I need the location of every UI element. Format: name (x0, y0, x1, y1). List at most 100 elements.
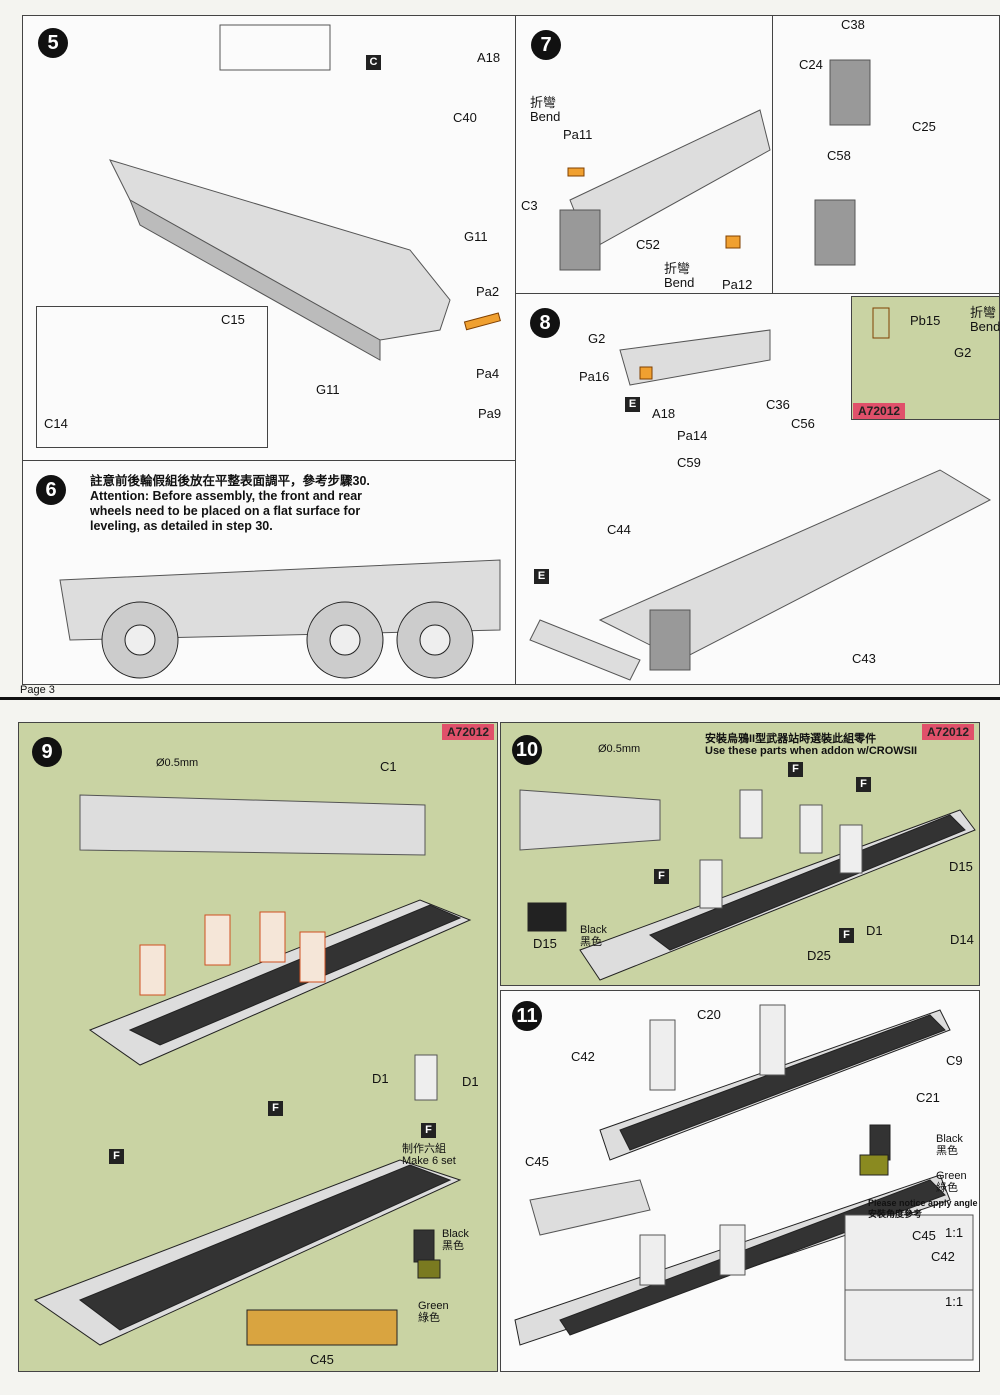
part-label: C9 (946, 1053, 963, 1068)
make-en: Make 6 set (402, 1155, 456, 1167)
part-sprue-e-marker: E (534, 569, 549, 584)
note-en: leveling, as detailed in step 30. (90, 519, 273, 533)
seat-green-step9 (417, 1259, 441, 1279)
notice-zh: 安裝角度參考 (868, 1209, 923, 1219)
part-label: G11 (464, 229, 488, 244)
part-label: Pa14 (677, 428, 708, 443)
part-label: C1 (380, 759, 397, 774)
plate-c45-step11 (529, 1179, 651, 1236)
chassis-step5-side (129, 198, 381, 361)
make-zh: 制作六組 (402, 1143, 446, 1155)
part-label: A18 (652, 406, 676, 421)
seat-step9-2 (204, 914, 231, 966)
part-label: D1 (372, 1071, 389, 1086)
step-number: 9 (32, 737, 62, 767)
note-en: wheels need to be placed on a flat surfa… (90, 504, 361, 518)
part-label: C52 (636, 237, 660, 252)
seat-step10-4 (699, 859, 723, 909)
seat-step11-4 (719, 1224, 746, 1276)
step-6-note: 註意前後輪假組後放在平整表面調平，參考步驟30. Attention: Befo… (90, 474, 370, 534)
part-label: Pa16 (579, 369, 610, 384)
kit-code-tag: A72012 (442, 724, 495, 740)
kit-code-tag: A72012 (853, 403, 906, 419)
step-number: 10 (512, 735, 542, 765)
grille-c58 (814, 199, 856, 266)
seat-step10-1 (739, 789, 763, 839)
seat-green-step11 (859, 1154, 889, 1176)
part-label: C45 (310, 1352, 334, 1367)
note-zh: 安裝烏鴉II型武器站時選裝此組零件 (705, 733, 877, 745)
floor-strip-step9a (128, 904, 462, 1046)
floor-strip-step11a (619, 1014, 946, 1151)
black-zh: 黑色 (936, 1145, 958, 1157)
step-number: 8 (530, 308, 560, 338)
step-7-detail-panel (772, 15, 1000, 294)
notice-en: Please notice apply angle (868, 1198, 978, 1208)
seat-step9-3 (259, 911, 286, 963)
part-label: Pa11 (563, 127, 593, 142)
part-label: C45 (912, 1228, 936, 1243)
seat-step11-3 (639, 1234, 666, 1286)
part-pa12 (725, 235, 741, 249)
step-number: 7 (531, 30, 561, 60)
part-label: Pa9 (478, 406, 502, 421)
green-zh: 綠色 (418, 1312, 440, 1324)
part-label: C42 (931, 1249, 955, 1264)
drill-size: Ø0.5mm (598, 743, 641, 755)
black-en: Black (580, 924, 607, 936)
plate-c1 (79, 794, 426, 856)
seat-step11-1 (649, 1019, 676, 1091)
seat-black-step9 (413, 1229, 435, 1263)
bend-en: Bend (530, 109, 561, 124)
part-label: G11 (316, 382, 340, 397)
part-label: C40 (453, 110, 477, 125)
grille-step8 (649, 609, 691, 671)
part-label: A18 (477, 50, 501, 65)
note-en: Use these parts when addon w/CROWSII (705, 745, 918, 757)
bumper-e (529, 619, 641, 681)
part-label: D1 (866, 923, 883, 938)
part-label: Pb15 (910, 313, 941, 328)
part-label: C3 (521, 198, 538, 213)
part-label: C43 (852, 651, 876, 666)
step-number: 11 (512, 1001, 542, 1031)
part-label: D15 (949, 859, 973, 874)
seat-step9-1 (139, 944, 166, 996)
part-sprue-f-marker: F (421, 1123, 436, 1138)
scale-label: 1:1 (945, 1225, 964, 1240)
grille-step7 (559, 209, 601, 271)
screen-d15 (527, 902, 567, 932)
part-label: Pa2 (476, 284, 500, 299)
part-label: C38 (841, 17, 865, 32)
seat-d1 (414, 1054, 438, 1101)
part-sprue-c-marker: C (366, 55, 381, 70)
part-sprue-f-marker: F (109, 1149, 124, 1164)
note-en: Attention: Before assembly, the front an… (90, 489, 363, 503)
part-sprue-e-marker: E (625, 397, 640, 412)
bend-en: Bend (664, 275, 695, 290)
part-label: D15 (533, 936, 557, 951)
grille-c25 (829, 59, 871, 126)
chassis-step5 (109, 159, 451, 341)
black-zh: 黑色 (580, 936, 602, 948)
part-label: G2 (954, 345, 972, 360)
part-pa16 (639, 366, 653, 380)
floor-strip-step9b (78, 1164, 452, 1331)
bumper-g2 (619, 329, 771, 386)
part-sprue-f-marker: F (856, 777, 871, 792)
part-pb15 (872, 307, 890, 339)
floor-step10 (519, 789, 661, 851)
black-en: Black (442, 1228, 469, 1240)
part-label: C25 (912, 119, 936, 134)
seat-step10-3 (839, 824, 863, 874)
part-label: C24 (799, 57, 823, 72)
step-8-inset (851, 296, 1000, 420)
